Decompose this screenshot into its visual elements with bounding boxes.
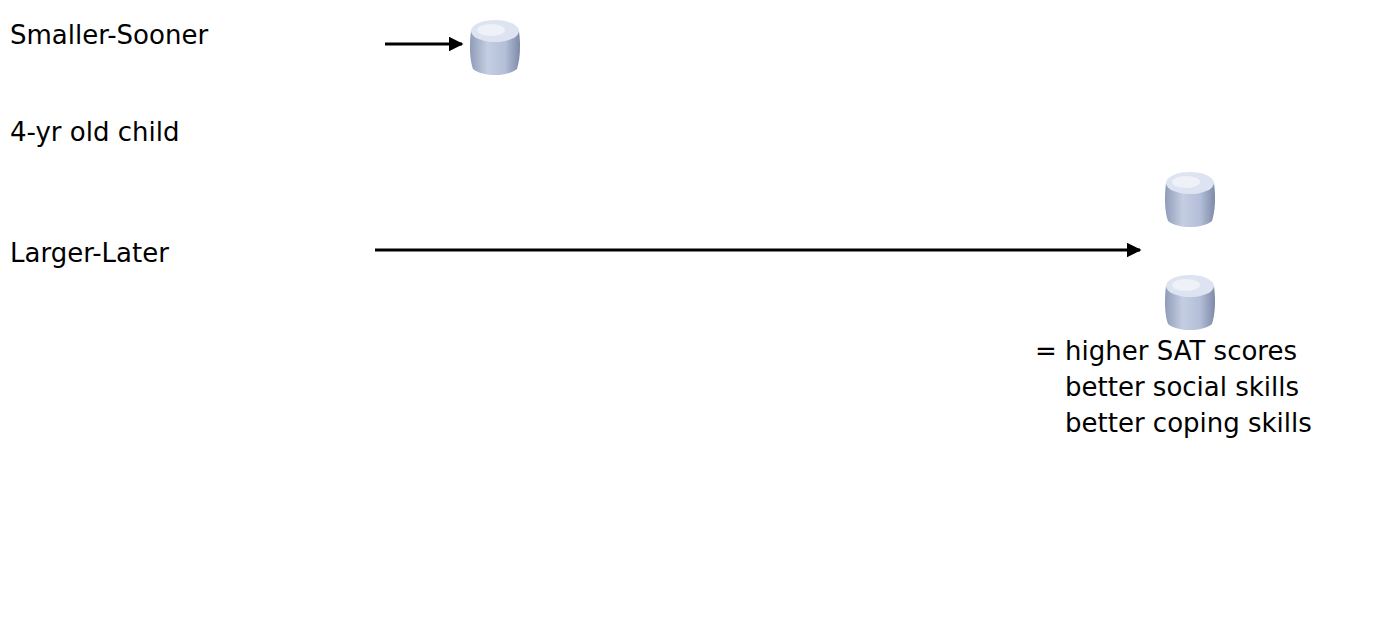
outcome-text: better coping skills: [1065, 408, 1312, 438]
marshmallow: [470, 20, 520, 75]
outcome-text: better social skills: [1065, 372, 1299, 402]
marshmallow: [1165, 275, 1215, 330]
arrow-line: [375, 249, 1140, 252]
subject-label: 4-yr old child: [10, 117, 179, 147]
option-label: Larger-Later: [10, 238, 169, 268]
option-label: Smaller-Sooner: [10, 20, 208, 50]
arrow-line: [385, 43, 462, 46]
marshmallow: [1165, 172, 1215, 227]
outcome-text: = higher SAT scores: [1035, 336, 1297, 366]
